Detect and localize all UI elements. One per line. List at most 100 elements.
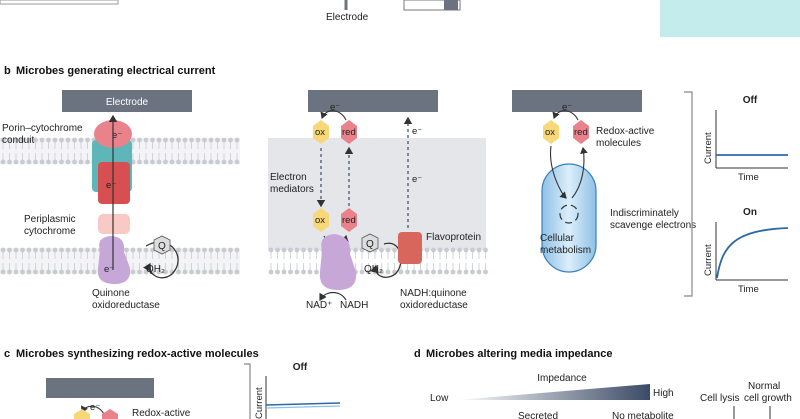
lipid-head — [65, 159, 71, 165]
redox-label-2: molecules — [596, 138, 641, 149]
lipid-head — [182, 247, 188, 253]
lipid-head — [0, 269, 6, 275]
panel-c-body: e⁻ Redox-active — [46, 363, 251, 419]
lipid-head — [450, 269, 456, 275]
c-off-line — [265, 402, 341, 406]
outer-membrane-lipids — [0, 137, 240, 165]
lipid-head — [72, 159, 77, 165]
lipid-head — [33, 137, 38, 143]
panel-b3-redox: ox red e⁻ Redox-active molecules Indiscr… — [512, 90, 696, 297]
lipid-head — [72, 269, 77, 275]
lipid-head — [72, 137, 77, 143]
red-hex-bottom — [341, 208, 357, 232]
lipid-head — [195, 269, 201, 275]
panel-b1-direct: Electrode e⁻ e⁻ e⁻ Q QH₂ Porin–cytochrom… — [0, 90, 240, 311]
lipid-head — [221, 269, 227, 275]
lipid-head — [85, 137, 90, 143]
lipid-head — [202, 269, 207, 275]
lipid-head — [268, 247, 274, 253]
prev-cyan-panel — [660, 0, 800, 37]
lipid-head — [294, 269, 300, 275]
q-cycle-arrow-2 — [370, 242, 402, 278]
lipid-head — [150, 159, 155, 165]
lipid-head — [33, 159, 38, 165]
e-label-3: e⁻ — [104, 264, 114, 275]
red-bottom-label: red — [342, 215, 356, 226]
lipid-head — [13, 269, 19, 275]
ox-b3-label: ox — [545, 127, 555, 138]
impedance-wedge — [456, 384, 650, 400]
electrode-bar — [62, 90, 192, 112]
electrode-bar-2 — [308, 90, 438, 112]
lipid-head — [39, 269, 45, 275]
lipid-head — [59, 137, 64, 143]
inner-cytochrome — [98, 162, 130, 204]
lipid-head — [33, 247, 38, 253]
plot-off-title: Off — [743, 95, 758, 106]
lipid-head — [301, 269, 306, 275]
lipid-head — [228, 247, 233, 253]
lipid-head — [0, 247, 6, 253]
lipid-head — [59, 269, 64, 275]
lipid-head — [392, 247, 397, 253]
ox-into-cell — [549, 145, 567, 199]
ox-hex-c — [74, 409, 90, 419]
prev-electrode-label: Electrode — [326, 12, 369, 23]
plot-off-xlabel: Time — [738, 172, 759, 183]
secreted-label: Secreted — [518, 411, 558, 419]
lipid-head — [46, 159, 51, 165]
plot-off-ylabel: Current — [703, 132, 714, 164]
lipid-head — [176, 137, 181, 143]
lipid-head — [359, 269, 365, 275]
lipid-head — [208, 247, 214, 253]
lipid-head — [65, 269, 71, 275]
red-hex-top — [341, 120, 357, 144]
nadh-q-label-2: oxidoreductase — [400, 300, 468, 311]
lipid-head — [65, 247, 71, 253]
electrode-bar-label: Electrode — [106, 97, 149, 108]
ox-hex-bottom — [313, 208, 329, 232]
lipid-head — [0, 137, 6, 143]
periplasmic-cytochrome — [98, 214, 130, 234]
lipid-head — [137, 269, 142, 275]
lipid-head — [215, 269, 220, 275]
lipid-head — [234, 269, 240, 275]
lipid-head — [85, 247, 90, 253]
redox-label-1: Redox-active — [596, 126, 655, 137]
lipid-head — [124, 247, 129, 253]
lipid-head — [52, 137, 58, 143]
c-redox-label: Redox-active — [132, 408, 191, 419]
electrode-bar-c — [46, 378, 154, 398]
lipid-head — [150, 137, 155, 143]
lipid-head — [59, 159, 64, 165]
ox-hex-top — [313, 120, 329, 144]
cellular-label-1: Cellular — [540, 233, 575, 244]
lipid-head — [163, 159, 168, 165]
impedance-low: Low — [430, 393, 449, 404]
lipid-head — [78, 269, 84, 275]
lipid-head — [39, 137, 45, 143]
flavoprotein-label: Flavoprotein — [426, 232, 481, 243]
lipid-head — [234, 137, 240, 143]
cell-lysis-label: Cell lysis — [700, 393, 739, 404]
lipid-head — [457, 247, 462, 253]
lipid-head — [85, 269, 90, 275]
lipid-head — [483, 269, 488, 275]
lipid-head — [288, 247, 293, 253]
cell-interior-band — [268, 138, 486, 250]
red-out-cell — [571, 146, 588, 199]
lipid-head — [182, 137, 188, 143]
lipid-head — [182, 269, 188, 275]
lipid-head — [307, 247, 313, 253]
metabolism-cycle — [559, 204, 579, 224]
panel-d-body: Impedance Low High Secreted No metabolit… — [430, 373, 792, 419]
lipid-head — [195, 159, 201, 165]
lipid-head — [20, 269, 25, 275]
nadh-q-label-1: NADH:quinone — [400, 288, 467, 299]
c-off-line-2 — [265, 405, 341, 409]
lipid-head — [169, 159, 175, 165]
inner-membrane-lipids — [0, 247, 240, 275]
lipid-head — [46, 247, 51, 253]
lipid-head — [221, 247, 227, 253]
lipid-head — [26, 137, 32, 143]
